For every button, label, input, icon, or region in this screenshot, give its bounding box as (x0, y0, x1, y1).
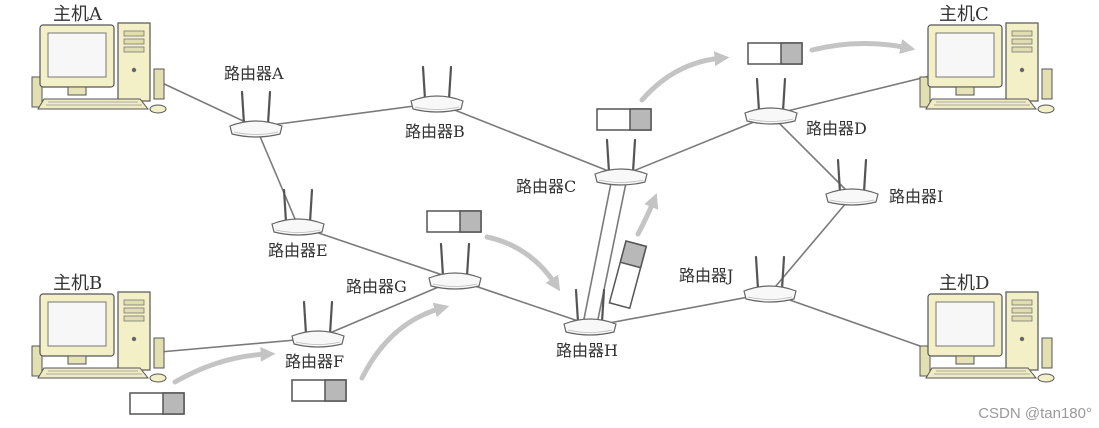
link-routerH-routerJ (592, 292, 771, 327)
router-c: 路由器C (516, 138, 649, 196)
packet-icon (608, 240, 648, 310)
link-routerA-routerB (255, 102, 438, 128)
router-icon (593, 138, 649, 187)
router-icon (290, 300, 346, 349)
links (159, 75, 931, 353)
router-icon (742, 255, 798, 304)
host-a: 主机A (31, 4, 167, 114)
watermark: CSDN @tan180° (978, 405, 1092, 422)
packet-path-arrows (172, 39, 916, 385)
arrow-routerD-to-hostC (809, 39, 916, 54)
link-hostA-routerA (159, 81, 257, 128)
host-d: 主机D (919, 273, 1055, 383)
router-icon (409, 65, 465, 114)
router-j: 路由器J (679, 255, 798, 304)
router-icon (228, 90, 284, 139)
router-h: 路由器H (556, 288, 618, 360)
link-routerF-routerG (317, 279, 456, 339)
host-b: 主机B (31, 273, 167, 383)
link-routerA-routerE (255, 126, 299, 227)
packet-icon (426, 210, 482, 233)
router-i: 路由器I (824, 158, 943, 207)
router-j-label: 路由器J (679, 266, 733, 285)
arrow-routerC-to-routerD (639, 51, 730, 103)
router-d-label: 路由器D (806, 119, 867, 138)
router-icon (824, 158, 880, 207)
router-g-label: 路由器G (346, 277, 407, 296)
router-f-label: 路由器F (285, 352, 344, 371)
host-b-label: 主机B (53, 273, 102, 294)
computer-icon (919, 22, 1055, 114)
link-routerC-routerD (620, 114, 772, 177)
host-c: 主机C (919, 4, 1055, 114)
router-h-label: 路由器H (556, 341, 618, 360)
link-routerJ-hostD (769, 292, 921, 347)
host-d-label: 主机D (939, 273, 989, 294)
router-icon (270, 188, 326, 237)
link-routerD-hostC (770, 75, 931, 116)
computer-icon (31, 22, 167, 114)
router-a-label: 路由器A (224, 64, 284, 83)
arrow-routerG-to-routerH (484, 234, 561, 292)
host-a-label: 主机A (53, 4, 103, 25)
computer-icon (919, 291, 1055, 383)
packet-icon (291, 379, 347, 402)
link-routerH-routerC-2 (596, 177, 628, 325)
arrow-routerH-to-routerC (635, 193, 659, 237)
router-icon (743, 77, 799, 126)
router-f: 路由器F (285, 300, 346, 371)
link-hostB-routerF (159, 337, 319, 353)
router-icon (562, 288, 618, 337)
router-e: 路由器E (268, 188, 328, 260)
packet-icon (747, 42, 803, 65)
packet-icon (129, 392, 185, 415)
router-c-label: 路由器C (516, 177, 576, 196)
host-c-label: 主机C (939, 4, 989, 25)
router-b: 路由器B (405, 65, 465, 141)
router-i-label: 路由器I (889, 187, 943, 206)
link-routerH-routerC-1 (582, 177, 613, 325)
router-g: 路由器G (346, 242, 483, 296)
packet-icon (596, 108, 652, 131)
router-icon (427, 242, 483, 291)
arrow-routerF-to-routerG (359, 302, 450, 381)
packets (129, 42, 803, 415)
router-d: 路由器D (743, 77, 867, 138)
link-routerB-routerC (436, 102, 622, 177)
router-a: 路由器A (224, 64, 284, 139)
computer-icon (31, 291, 167, 383)
router-e-label: 路由器E (268, 241, 328, 260)
router-b-label: 路由器B (405, 122, 465, 141)
arrow-hostB-to-routerF (172, 346, 276, 385)
